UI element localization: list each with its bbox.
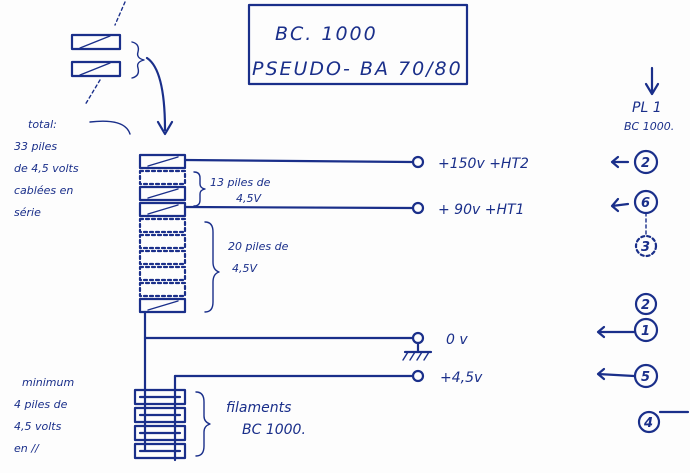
pin-4: 4 xyxy=(637,410,690,434)
svg-text:2: 2 xyxy=(641,298,650,313)
filaments-note-1: filaments xyxy=(226,400,291,416)
brace-20 xyxy=(204,221,220,313)
svg-text:4: 4 xyxy=(643,416,653,431)
battery-stack-series xyxy=(138,153,187,314)
svg-text:minimum: minimum xyxy=(22,376,74,389)
svg-text:4,5 volts: 4,5 volts xyxy=(14,420,62,433)
wire-0v: 0 v xyxy=(143,310,468,452)
pin-1: 1 xyxy=(596,317,659,343)
svg-text:6: 6 xyxy=(641,196,650,211)
svg-text:+150v +HT2: +150v +HT2 xyxy=(438,156,529,172)
svg-text:en //: en // xyxy=(14,442,40,455)
brace-filaments xyxy=(195,391,211,457)
svg-text:4 piles de: 4 piles de xyxy=(14,398,68,411)
svg-text:1: 1 xyxy=(641,324,650,339)
svg-text:5: 5 xyxy=(641,370,650,385)
group1-note-2: 4,5V xyxy=(236,192,262,205)
wire-90v: + 90v +HT1 xyxy=(183,201,524,218)
pin-2-top: 2 xyxy=(610,149,659,175)
title-line-1: BC. 1000 xyxy=(275,23,378,45)
group2-note-1: 20 piles de xyxy=(228,240,289,253)
svg-text:0 v: 0 v xyxy=(446,332,468,348)
svg-text:2: 2 xyxy=(641,156,650,171)
pl-arrow xyxy=(644,66,660,96)
svg-text:total:: total: xyxy=(28,118,57,131)
pin-2: 2 xyxy=(634,292,658,316)
svg-text:+4,5v: +4,5v xyxy=(440,370,483,386)
pin-3: 3 xyxy=(634,234,658,258)
svg-text:série: série xyxy=(14,206,41,219)
top-battery-pair xyxy=(70,1,174,136)
wire-4-5v: +4,5v xyxy=(173,369,483,462)
pin-5: 5 xyxy=(596,363,659,389)
group2-note-2: 4,5V xyxy=(232,262,258,275)
pl-label: PL 1 xyxy=(632,100,662,116)
svg-text:+ 90v +HT1: + 90v +HT1 xyxy=(438,202,524,218)
battery-parallel xyxy=(133,388,187,460)
filaments-note-2: BC 1000. xyxy=(242,422,306,438)
pin-6: 6 xyxy=(610,189,659,237)
brace-13 xyxy=(193,171,206,207)
svg-text:33 piles: 33 piles xyxy=(14,140,57,153)
group1-note-1: 13 piles de xyxy=(210,176,271,189)
title-line-2: PSEUDO- BA 70/80 xyxy=(252,58,463,80)
pl-sub: BC 1000. xyxy=(624,120,674,133)
wire-150v: +150v +HT2 xyxy=(183,155,529,172)
left-note-total: total: 33 piles de 4,5 volts cablées en … xyxy=(14,118,131,219)
svg-text:de 4,5 volts: de 4,5 volts xyxy=(14,162,79,175)
left-note-minimum: minimum 4 piles de 4,5 volts en // xyxy=(14,376,74,455)
svg-text:cablées en: cablées en xyxy=(14,184,73,197)
svg-text:3: 3 xyxy=(641,240,650,255)
title-box xyxy=(247,3,469,86)
